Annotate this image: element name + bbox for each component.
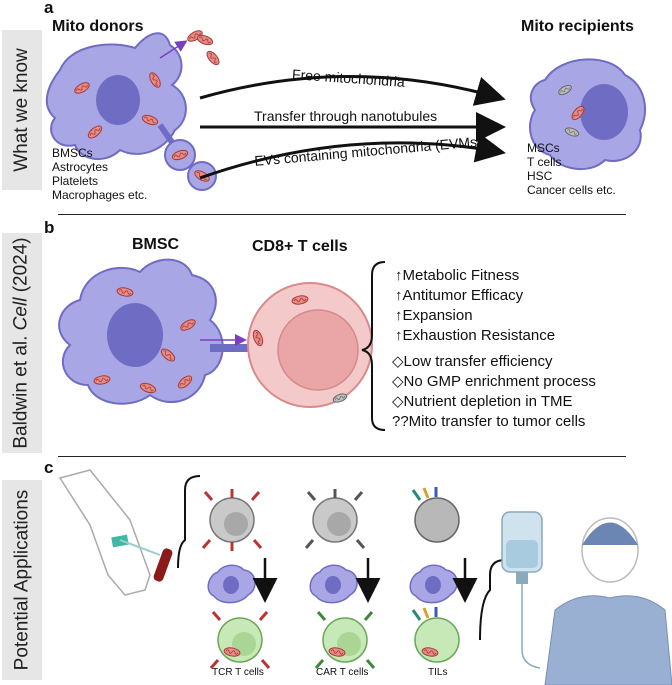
benefit-item: ↑Exhaustion Resistance (395, 327, 556, 344)
cd8-t-cell (247, 282, 373, 408)
label-nanotubules: Transfer through nanotubules (254, 108, 438, 124)
recipients-list: MSCs T cells HSC Cancer cells etc. (527, 141, 616, 197)
donors-list: BMSCs Astrocytes Platelets Macrophages e… (52, 146, 148, 202)
donor-cell (45, 28, 222, 191)
caption-car: CAR T cells (316, 667, 369, 678)
benefit-item: ↑Metabolic Fitness (395, 267, 520, 284)
divider-b-c (58, 456, 626, 457)
recipient-cell (529, 58, 646, 171)
challenge-item: ??Mito transfer to tumor cells (392, 413, 586, 430)
arrow-evms (199, 132, 506, 180)
effects-brace (361, 261, 386, 431)
donors-title: Mito donors (52, 18, 144, 35)
recipients-title: Mito recipients (521, 18, 634, 35)
challenge-item: ◇Low transfer efficiency (392, 353, 553, 370)
panel-b-letter: b (44, 218, 55, 237)
til-column (409, 487, 478, 663)
panel-c-letter: c (44, 458, 54, 477)
tcell-label: CD8+ T cells (252, 238, 348, 255)
benefit-item: ↑Expansion (395, 307, 473, 324)
benefit-item: ↑Antitumor Efficacy (395, 287, 524, 304)
side-tab-baldwin: Baldwin et al. Cell (2024) (2, 233, 42, 453)
bmsc-cell (58, 258, 252, 405)
iv-bag (501, 511, 543, 669)
side-tab-what-we-know: What we know (2, 30, 42, 190)
patient (544, 517, 672, 685)
divider-a-b (58, 214, 626, 215)
challenge-item: ◇No GMP enrichment process (392, 373, 596, 390)
car-column (304, 489, 381, 669)
patient-arm (58, 469, 173, 596)
caption-tcr: TCR T cells (212, 667, 264, 678)
side-tab-potential-applications: Potential Applications (2, 480, 42, 680)
panel-a-letter: a (44, 0, 54, 17)
challenge-item: ◇Nutrient depletion in TME (392, 393, 573, 410)
blood-vial (153, 548, 173, 582)
caption-til: TILs (428, 667, 448, 678)
donor-nucleus (96, 75, 140, 125)
tcr-column (201, 489, 278, 669)
arrow-free-mitochondria (199, 75, 506, 106)
bmsc-label: BMSC (132, 236, 180, 253)
